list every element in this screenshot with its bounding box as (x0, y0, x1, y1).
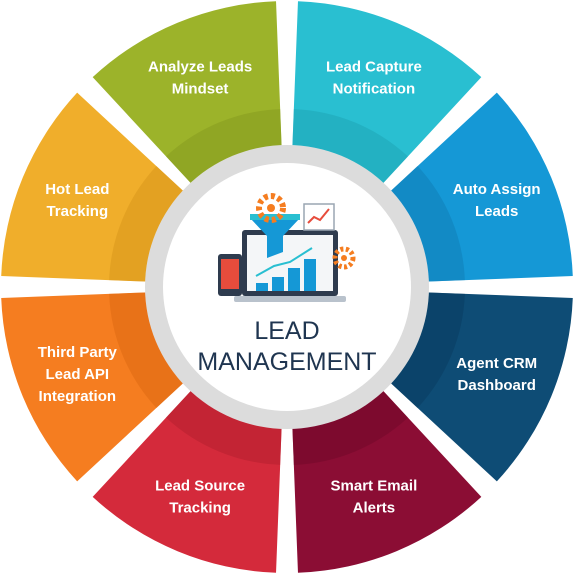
segment-label-line: Dashboard (458, 377, 536, 394)
segment-label-line: Lead Capture (326, 58, 422, 75)
segment-label-line: Auto Assign (453, 181, 541, 198)
segment-label-line: Leads (475, 203, 518, 220)
segment-label-line: Hot Lead (45, 181, 109, 198)
segment-label-line: Mindset (172, 80, 229, 97)
segment-label-line: Smart Email (331, 478, 418, 495)
segment-label-line: Lead API (45, 366, 109, 383)
segment-inner-shade (292, 109, 408, 183)
segment-label-line: Agent CRM (456, 355, 537, 372)
segment-inner-shade (166, 109, 282, 183)
segment-label-line: Tracking (169, 500, 231, 517)
segment-inner-shade (391, 166, 465, 282)
segment-label-line: Analyze Leads (148, 58, 252, 75)
segment-label-line: Lead Source (155, 478, 245, 495)
segment-inner-shade (109, 166, 183, 282)
segment-agent-crm-dashboard: Agent CRM Dashboard (383, 292, 573, 482)
segment-inner-shade (166, 391, 282, 465)
segment-inner-shade (109, 292, 183, 408)
segment-inner-shade (391, 292, 465, 408)
center-title-line-2: MANAGEMENT (197, 348, 376, 376)
segment-label-line: Integration (39, 388, 117, 405)
segment-label-line: Notification (333, 80, 416, 97)
segment-label-line: Third Party (38, 344, 118, 361)
segment-label-line: Tracking (46, 203, 108, 220)
center-title-line-1: LEAD (254, 317, 319, 345)
segment-label-line: Alerts (353, 500, 396, 517)
sales-funnel-analytics-icon (218, 193, 356, 302)
segment-inner-shade (292, 391, 408, 465)
